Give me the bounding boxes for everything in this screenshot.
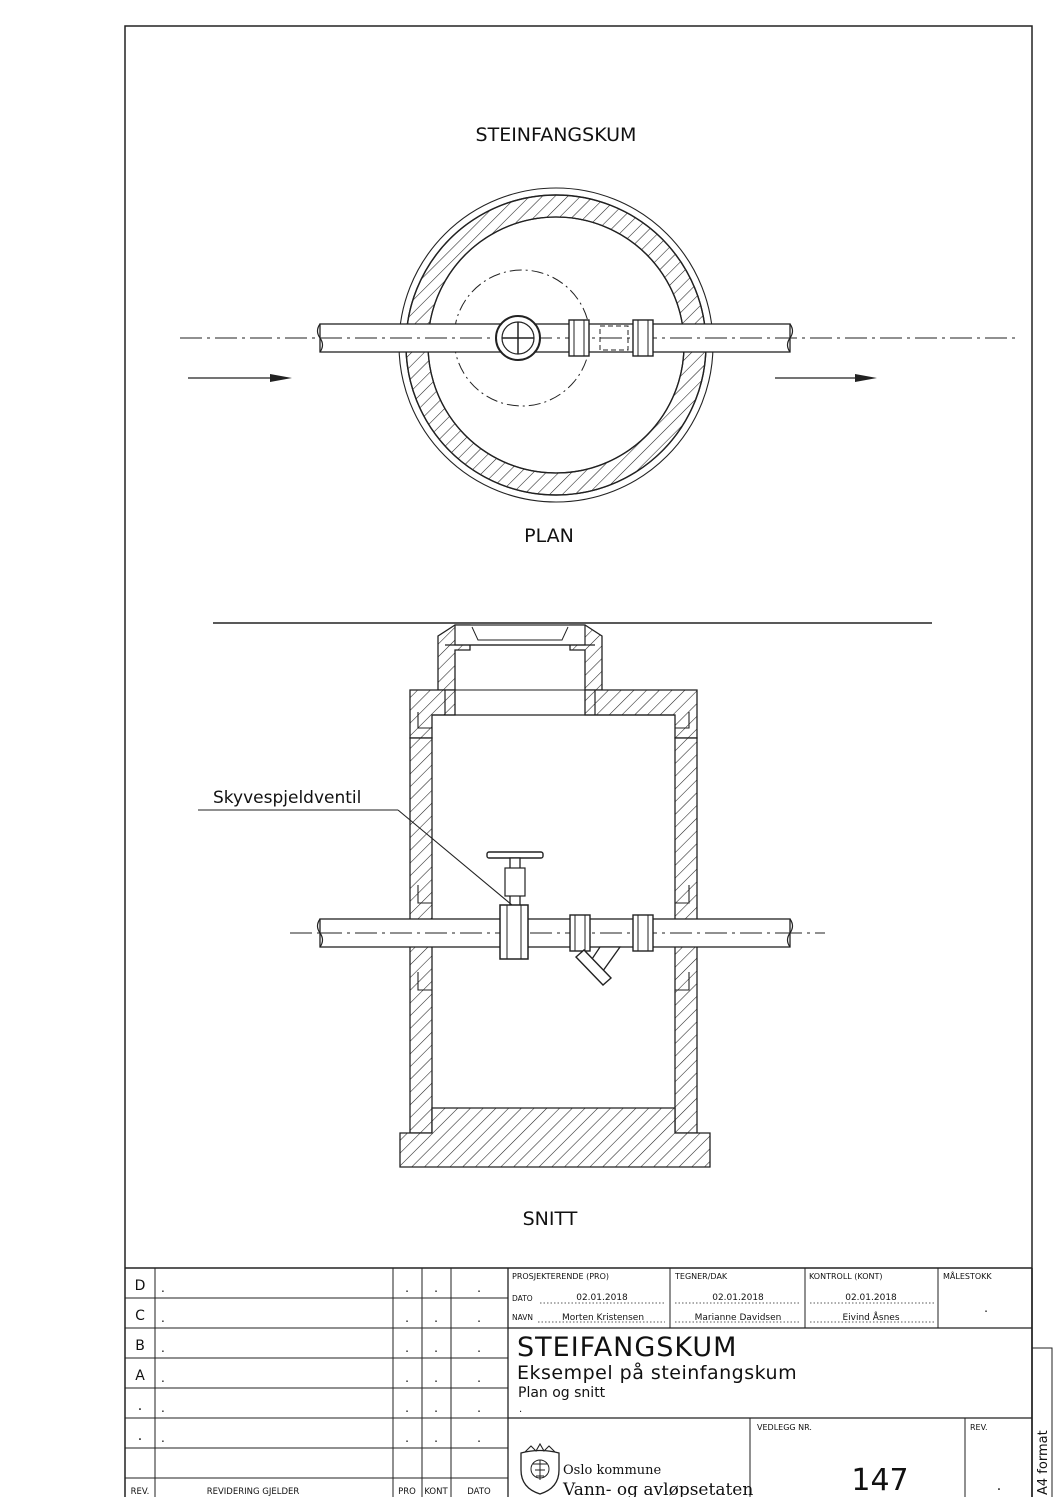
manhole-cover <box>454 624 586 646</box>
section-label: SNITT <box>523 1208 578 1230</box>
org-department: Vann- og avløpsetaten <box>562 1480 753 1497</box>
revision-rev-cell: B <box>135 1338 145 1354</box>
sheet-title: STEIFANGSKUM <box>517 1332 737 1363</box>
revision-desc-cell: . <box>161 1341 165 1355</box>
revision-kont-cell: . <box>434 1281 438 1295</box>
pro-label: PROSJEKTERENDE (PRO) <box>512 1272 609 1281</box>
sheet-frame <box>124 25 1033 1497</box>
revision-rows: D.... C.... B.... A.............. <box>135 1278 481 1445</box>
revision-rev-cell: C <box>135 1308 145 1324</box>
revision-pro-cell: . <box>405 1371 409 1385</box>
malestokk-value: . <box>984 1301 988 1315</box>
sheet-extra: . <box>519 1404 522 1415</box>
revision-rev-cell: D <box>135 1278 146 1294</box>
revision-dato-cell: . <box>477 1281 481 1295</box>
revision-pro-cell: . <box>405 1341 409 1355</box>
vedlegg-label: VEDLEGG NR. <box>757 1423 812 1432</box>
revision-dato-cell: . <box>477 1311 481 1325</box>
revision-rev-cell: . <box>138 1428 142 1444</box>
org-name: Oslo kommune <box>563 1463 662 1478</box>
rev-label: REV. <box>970 1423 988 1432</box>
callout-leader <box>397 809 513 906</box>
revision-dato-cell: . <box>477 1371 481 1385</box>
drawing-title: STEINFANGSKUM <box>476 124 637 146</box>
revision-kont-cell: . <box>434 1371 438 1385</box>
revision-kont-cell: . <box>434 1401 438 1415</box>
pro-header: PRO <box>398 1487 416 1497</box>
coupling <box>568 319 590 357</box>
revision-pro-cell: . <box>405 1401 409 1415</box>
malestokk-label: MÅLESTOKK <box>943 1270 992 1281</box>
dato-label: DATO <box>512 1294 533 1303</box>
revision-dato-cell: . <box>477 1431 481 1445</box>
revision-pro-cell: . <box>405 1281 409 1295</box>
revision-desc-cell: . <box>161 1281 165 1295</box>
sheet-subtitle: Eksempel på steinfangskum <box>517 1361 797 1384</box>
revision-pro-cell: . <box>405 1311 409 1325</box>
revision-kont-cell: . <box>434 1431 438 1445</box>
revision-pro-cell: . <box>405 1431 409 1445</box>
revision-kont-cell: . <box>434 1311 438 1325</box>
revision-dato-cell: . <box>477 1341 481 1355</box>
navn-label: NAVN <box>512 1313 533 1322</box>
sheet-subtitle2: Plan og snitt <box>518 1385 606 1401</box>
revision-kont-cell: . <box>434 1341 438 1355</box>
revision-rev-cell: . <box>138 1398 142 1414</box>
stone-trap-branch <box>574 946 622 986</box>
desc-header: REVIDERING GJELDER <box>207 1487 300 1497</box>
oslo-crest-icon <box>520 1442 560 1495</box>
revision-rev-cell: A <box>135 1368 145 1384</box>
revision-desc-cell: . <box>161 1401 165 1415</box>
tegner-label: TEGNER/DAK <box>674 1272 728 1281</box>
format-label: A4 format <box>1036 1430 1051 1495</box>
vedlegg-number: 147 <box>851 1463 908 1497</box>
valve-callout: Skyvespjeldventil <box>213 788 361 808</box>
rev-value: . <box>997 1478 1001 1494</box>
section-view <box>198 622 932 1168</box>
rev-header: REV. <box>131 1487 150 1497</box>
revision-desc-cell: . <box>161 1311 165 1325</box>
title-block <box>125 1267 1053 1497</box>
stone-trap <box>599 325 629 351</box>
tegner-date: 02.01.2018 <box>712 1293 764 1303</box>
kontroll-date: 02.01.2018 <box>845 1293 897 1303</box>
gate-valve-icon <box>486 851 544 960</box>
dato-header: DATO <box>467 1487 491 1497</box>
pro-date: 02.01.2018 <box>576 1293 628 1303</box>
plan-label: PLAN <box>524 525 574 547</box>
coupling <box>632 319 654 357</box>
tegner-name: Marianne Davidsen <box>695 1313 782 1323</box>
kont-header: KONT <box>424 1487 448 1497</box>
kontroll-label: KONTROLL (KONT) <box>809 1272 883 1281</box>
revision-dato-cell: . <box>477 1401 481 1415</box>
revision-desc-cell: . <box>161 1431 165 1445</box>
kontroll-name: Eivind Åsnes <box>842 1311 899 1323</box>
plan-view <box>180 187 1020 503</box>
pro-name: Morten Kristensen <box>562 1313 644 1323</box>
revision-desc-cell: . <box>161 1371 165 1385</box>
base-slab <box>399 1107 711 1168</box>
